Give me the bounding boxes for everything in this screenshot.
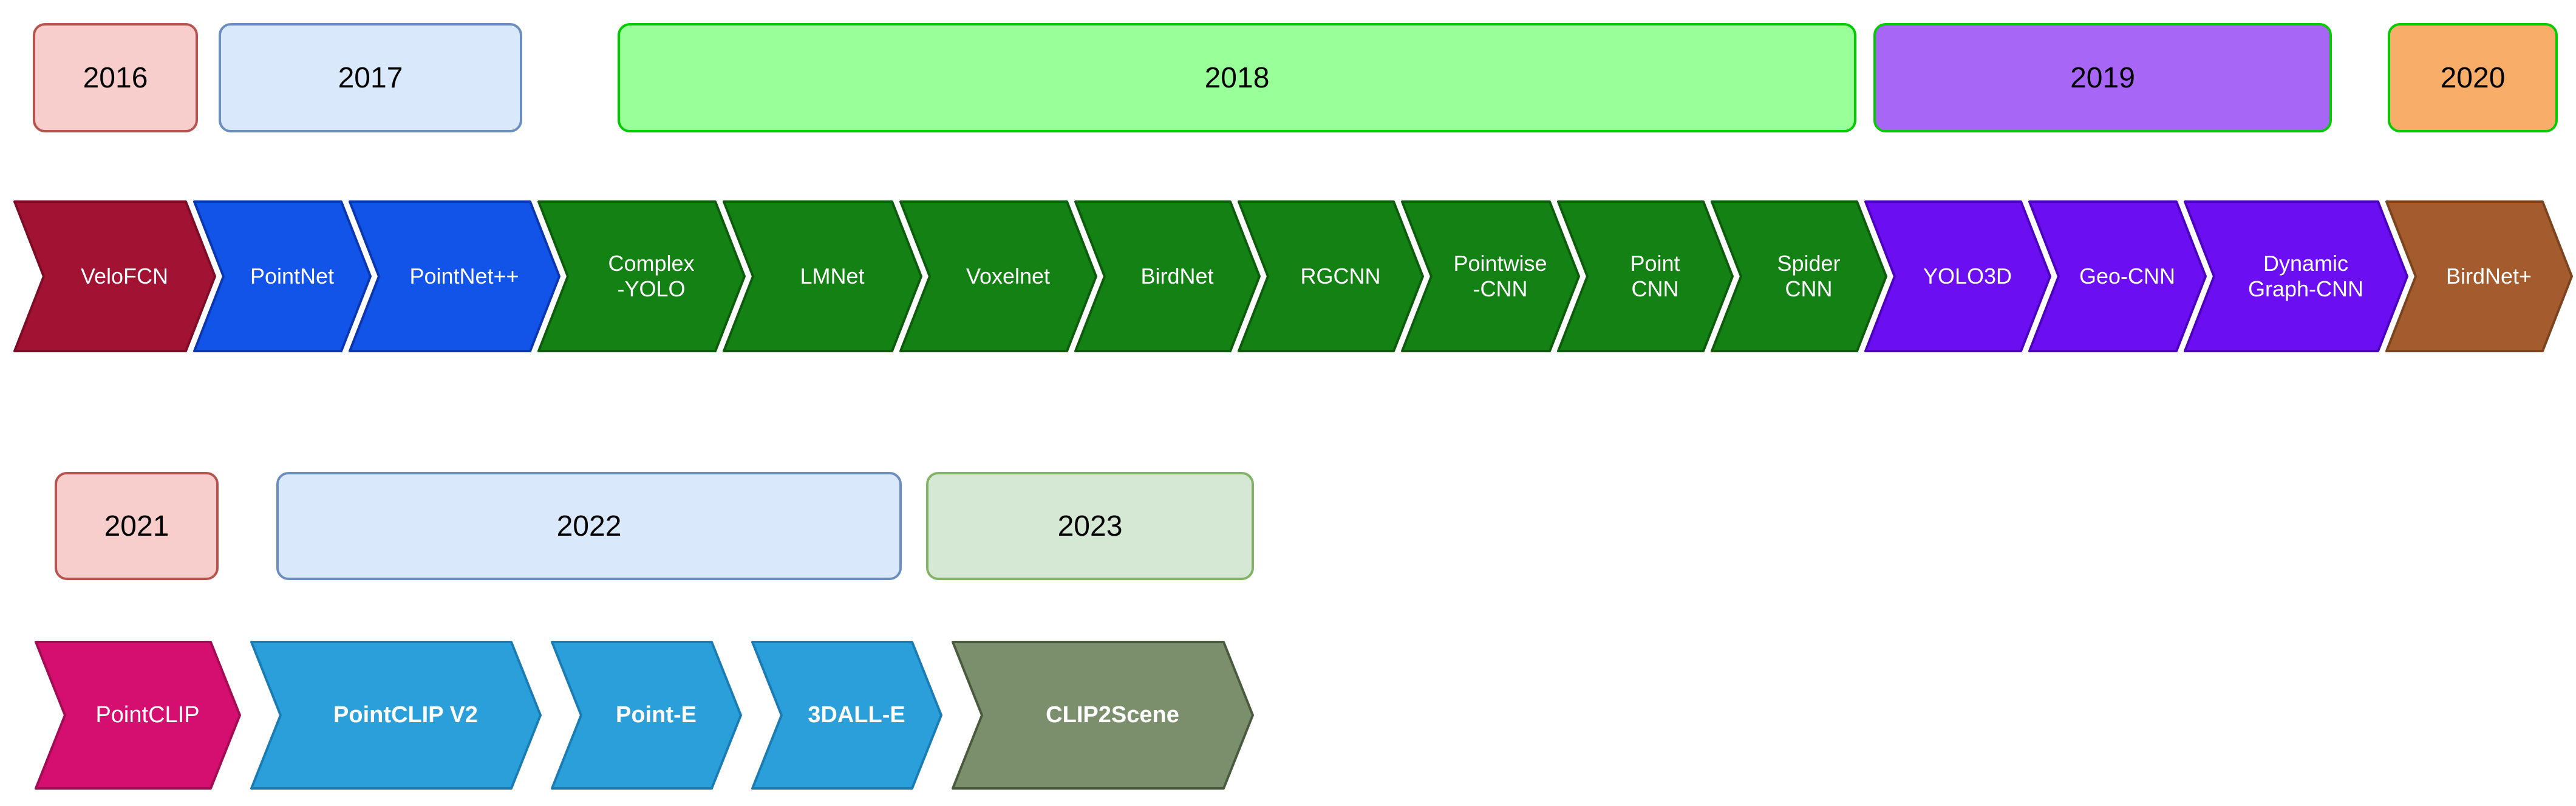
arrow-point-e: Point-E [551,641,742,790]
chevron-arrow-shape [751,641,942,790]
year-box-2023: 2023 [926,472,1254,580]
year-box-2021: 2021 [55,472,219,580]
arrow-label: CLIP2Scene [1046,702,1179,728]
arrow-lmnet: LMNet [723,200,922,352]
chevron-arrow-shape [1557,200,1734,352]
arrow-pointnet: PointNet++ [349,200,561,352]
arrow-yolo3d: YOLO3D [1864,200,2051,352]
arrow-label: BirdNet [1140,263,1214,289]
arrow-label: Point-E [616,702,697,728]
chevron-arrow-shape [349,200,561,352]
chevron-arrow-shape [952,641,1254,790]
chevron-arrow-shape [13,200,216,352]
year-box-2016: 2016 [33,23,198,132]
arrow-label: YOLO3D [1923,263,2012,289]
arrow-label: PointCLIP [95,702,200,728]
arrow-point-cnn: Point CNN [1557,200,1734,352]
arrow-label: Point CNN [1630,250,1680,301]
chevron-arrow-shape [1074,200,1261,352]
arrow-clip2scene: CLIP2Scene [952,641,1254,790]
chevron-arrow-shape [723,200,922,352]
arrow-label: Spider CNN [1777,250,1841,301]
chevron-arrow-shape [2184,200,2408,352]
arrow-dynamic-graph-cnn: Dynamic Graph-CNN [2184,200,2408,352]
arrow-birdnet: BirdNet [1074,200,1261,352]
year-label: 2020 [2440,61,2506,94]
year-label: 2022 [556,510,622,542]
arrow-label: BirdNet+ [2445,263,2532,289]
chevron-arrow-shape [1238,200,1424,352]
year-label: 2017 [338,61,403,94]
year-label: 2021 [104,510,169,542]
arrow-label: Dynamic Graph-CNN [2247,250,2364,301]
chevron-arrow-shape [537,200,746,352]
arrow-pointclip: PointCLIP [35,641,241,790]
chevron-arrow-shape [1401,200,1580,352]
arrow-spider-cnn: Spider CNN [1711,200,1887,352]
arrow-label: PointNet [250,263,335,289]
chevron-arrow-shape [193,200,372,352]
arrow-label: PointNet++ [409,263,519,289]
year-box-2022: 2022 [276,472,902,580]
arrow-velofcn: VeloFCN [13,200,216,352]
arrow-geo-cnn: Geo-CNN [2028,200,2207,352]
year-label: 2018 [1204,61,1270,94]
chevron-arrow-shape [899,200,1097,352]
year-label: 2019 [2070,61,2135,94]
arrow-rgcnn: RGCNN [1238,200,1424,352]
arrow-3dall-e: 3DALL-E [751,641,942,790]
arrow-pointwise-cnn: Pointwise -CNN [1401,200,1580,352]
year-box-2017: 2017 [219,23,522,132]
arrow-label: PointCLIP V2 [333,702,478,728]
chevron-arrow-shape [250,641,542,790]
arrow-complex-yolo: Complex -YOLO [537,200,746,352]
year-box-2018: 2018 [618,23,1856,132]
arrow-pointclip-v2: PointCLIP V2 [250,641,542,790]
arrow-label: Voxelnet [966,263,1051,289]
chevron-arrow-shape [2385,200,2573,352]
year-box-2020: 2020 [2388,23,2558,132]
arrow-label: Pointwise -CNN [1453,250,1547,301]
chevron-arrow-shape [35,641,241,790]
chevron-arrow-shape [551,641,742,790]
arrow-label: 3DALL-E [808,702,905,728]
arrow-birdnet: BirdNet+ [2385,200,2573,352]
year-label: 2023 [1057,510,1123,542]
chevron-arrow-shape [2028,200,2207,352]
arrow-label: VeloFCN [80,263,169,289]
arrow-label: LMNet [800,263,865,289]
chevron-arrow-shape [1711,200,1887,352]
chevron-arrow-shape [1864,200,2051,352]
arrow-voxelnet: Voxelnet [899,200,1097,352]
arrow-label: Complex -YOLO [608,250,695,301]
arrow-label: RGCNN [1300,263,1381,289]
year-box-2019: 2019 [1873,23,2332,132]
arrow-pointnet: PointNet [193,200,372,352]
year-label: 2016 [83,61,148,94]
arrow-label: Geo-CNN [2079,263,2176,289]
